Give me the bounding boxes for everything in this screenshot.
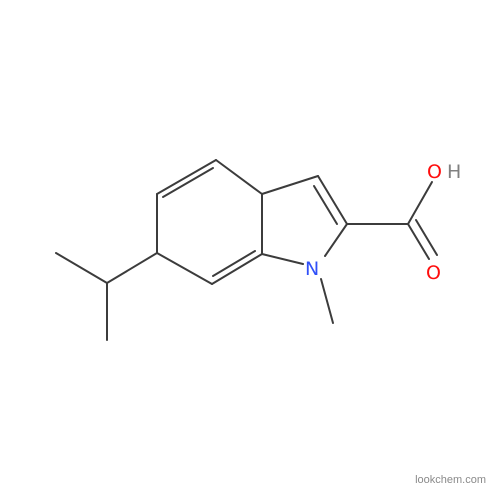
hydroxyl-oxygen-label: O (427, 161, 442, 183)
bond (156, 159, 217, 195)
hydroxyl-hydrogen-label: H (447, 161, 461, 183)
bond (156, 252, 213, 285)
bond (313, 185, 338, 225)
bond (317, 175, 348, 225)
bond (407, 181, 433, 225)
bond (320, 278, 334, 324)
bond (212, 250, 256, 277)
bond (324, 223, 348, 257)
bond (407, 223, 430, 260)
bond (261, 175, 319, 195)
bond (215, 159, 263, 195)
bond (162, 167, 214, 198)
watermark: lookchem.com (415, 474, 486, 486)
nitrogen-label: N (305, 258, 319, 280)
bond (106, 252, 158, 284)
carbonyl-oxygen-label: O (426, 262, 441, 284)
bond (211, 253, 263, 285)
bond (415, 219, 438, 256)
bond (261, 253, 304, 265)
bond (55, 252, 108, 284)
